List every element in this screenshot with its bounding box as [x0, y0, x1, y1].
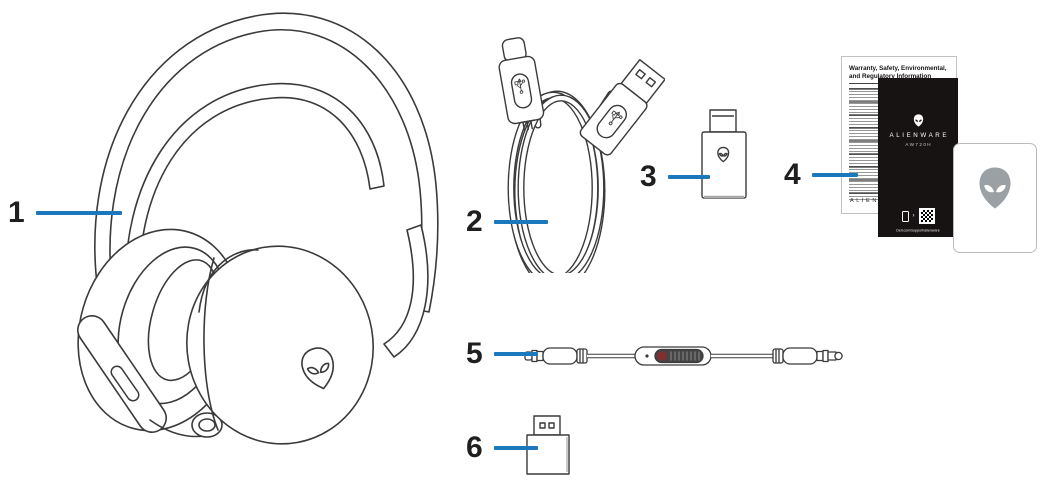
callout-4: 4	[784, 160, 858, 190]
alien-head-icon	[913, 114, 923, 127]
callout-3: 3	[640, 162, 710, 192]
callout-6: 6	[466, 433, 538, 463]
right-yoke	[383, 224, 429, 358]
suspension-band	[124, 82, 385, 299]
usb-charging-cable-illustration	[498, 37, 665, 273]
alien-head-icon	[717, 146, 730, 163]
leader-line	[493, 352, 538, 356]
callout-5: 5	[466, 339, 538, 369]
inline-audio-cable-illustration	[524, 346, 843, 366]
quick-start-booklet: ALIENWARE AW720H › Dell.com/support/alie…	[878, 78, 958, 237]
callout-number: 1	[8, 196, 25, 229]
usb-a-connector	[579, 59, 665, 156]
alien-head-icon	[301, 347, 335, 390]
support-url: Dell.com/support/alienware	[896, 228, 940, 233]
headband	[94, 12, 439, 313]
inline-mute-control	[634, 346, 712, 366]
smartphone-icon	[901, 210, 909, 222]
brand-wordmark: ALIENWARE	[889, 132, 950, 139]
leader-line	[667, 175, 710, 179]
brand-wordmark: ALIENWARE	[850, 198, 906, 204]
alien-logo-card	[953, 143, 1037, 253]
callout-number: 4	[784, 158, 801, 191]
usb-trident-icon	[608, 110, 623, 126]
callout-number: 5	[466, 337, 483, 370]
boom-microphone	[77, 315, 167, 433]
model-number: AW720H	[905, 142, 932, 147]
usb-wireless-dongle-illustration	[701, 109, 747, 199]
usb-trident-icon	[514, 78, 526, 94]
callout-2: 2	[466, 207, 548, 237]
chevron-right-icon: ›	[912, 213, 915, 219]
audio-plug-left	[524, 347, 588, 365]
audio-plug-right	[772, 347, 843, 365]
leader-line	[811, 173, 858, 177]
usb-a-adapter-illustration	[526, 415, 570, 475]
right-ear-cup	[186, 245, 374, 445]
callout-number: 6	[466, 431, 483, 464]
usb-c-connector	[498, 37, 545, 131]
qr-code	[918, 208, 935, 224]
scan-row: ›	[878, 208, 958, 224]
leader-line	[493, 446, 538, 450]
callout-number: 2	[466, 205, 483, 238]
mute-indicator	[657, 351, 667, 361]
alien-head-icon	[979, 167, 1011, 209]
callout-1: 1	[8, 198, 122, 228]
slider-texture	[670, 351, 700, 361]
callout-number: 3	[640, 160, 657, 193]
headset-illustration	[77, 12, 439, 445]
leader-line	[35, 211, 122, 215]
leader-line	[493, 220, 548, 224]
cable-coil	[507, 90, 606, 273]
